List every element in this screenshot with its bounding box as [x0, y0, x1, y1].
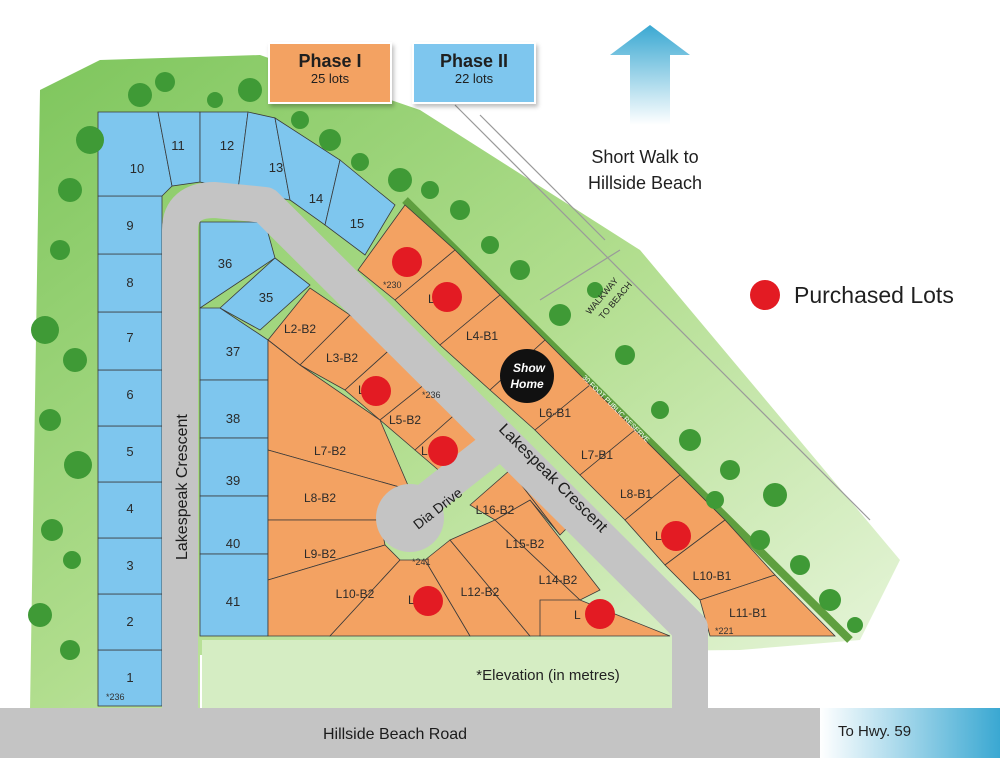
trees	[28, 72, 863, 660]
lot-label: L4-B1	[466, 329, 498, 343]
lot-label: 11	[171, 138, 185, 153]
phase2-title: Phase II	[439, 51, 509, 71]
lot-label: L16-B2	[476, 503, 515, 517]
lot-label: 7	[126, 330, 133, 345]
purchased-dot-icon	[750, 280, 780, 310]
hwy-gradient	[820, 708, 1000, 758]
lot-label: L7-B1	[581, 448, 613, 462]
dia-drive-cul-de-sac	[376, 484, 444, 552]
phase2-inner-lots	[199, 221, 311, 637]
phase2-inner-labels: 36 35 37 38 39 40 41	[218, 256, 273, 609]
lot-label: 39	[226, 473, 240, 488]
phase2-north-labels: 11 12 13 14 15	[171, 138, 364, 231]
lot-label: 8	[126, 275, 133, 290]
lot-label: 36	[218, 256, 232, 271]
lot-label: L10-B2	[336, 587, 375, 601]
purchased-marker	[413, 586, 443, 616]
public-reserve-strip	[402, 197, 853, 643]
phase2-count: 22 lots	[454, 71, 494, 86]
highway-direction: To Hwy. 59	[838, 723, 912, 740]
phase1-legend: Phase I 25 lots	[268, 42, 392, 104]
lot-label: L	[428, 292, 435, 306]
beach-direction: Short Walk to Hillside Beach	[560, 144, 730, 196]
phase2-west-labels: 1 2 3 4 5 6 7 8 9 10	[126, 161, 144, 685]
lot-label: 13	[269, 160, 283, 175]
purchased-marker	[392, 247, 422, 277]
lot-label: 5	[126, 444, 133, 459]
lot-label: L7-B2	[314, 444, 346, 458]
elevation-marker: *236	[106, 692, 125, 702]
phase2-north-lots	[157, 111, 396, 256]
lot-label: L10-B1	[693, 569, 732, 583]
beach-direction-line1: Short Walk to	[591, 147, 699, 167]
lot-label: 10	[130, 161, 144, 176]
phase1-count: 25 lots	[310, 71, 350, 86]
show-home-label: Show	[513, 361, 546, 375]
lot-label: L2-B2	[284, 322, 316, 336]
purchased-lot-markers	[361, 247, 691, 629]
elevation-marker: *230	[383, 280, 402, 290]
lot-label: 15	[350, 216, 364, 231]
street-label: Hillside Beach Road	[323, 726, 467, 743]
lot-label: L6-B1	[539, 406, 571, 420]
phase1-labels: L2-B2 L3-B2 L L5-B2 L L7-B2 L8-B2 L9-B2 …	[284, 292, 767, 622]
lot-label: L8-B2	[304, 491, 336, 505]
lot-label: 1	[126, 670, 133, 685]
walkway-lines	[454, 104, 871, 521]
lot-label: 41	[226, 594, 240, 609]
lot-label: 14	[309, 191, 323, 206]
elevation-marker: *241	[412, 557, 431, 567]
lot-label: 37	[226, 344, 240, 359]
elevation-marker: *236	[422, 390, 441, 400]
lot-label: L	[408, 593, 415, 607]
lot-label: 2	[126, 614, 133, 629]
lot-label: 6	[126, 387, 133, 402]
elevation-strip	[202, 640, 672, 710]
purchased-marker	[428, 436, 458, 466]
street-label: Lakespeak Crescent	[174, 414, 191, 560]
purchased-marker	[432, 282, 462, 312]
lot-label: 40	[226, 536, 240, 551]
lot-label: L11-B1	[729, 606, 767, 620]
lot-label: L	[655, 529, 662, 543]
lot-label: L9-B2	[304, 547, 336, 561]
phase2-legend: Phase II 22 lots	[412, 42, 536, 104]
lot-label: L14-B2	[539, 573, 578, 587]
elevation-note: *Elevation (in metres)	[476, 667, 619, 684]
lot-label: 12	[220, 138, 234, 153]
purchased-legend-label: Purchased Lots	[794, 281, 954, 308]
lot-label: 38	[226, 411, 240, 426]
purchased-marker	[361, 376, 391, 406]
purchased-legend: Purchased Lots	[750, 280, 954, 310]
lot-label: L5-B2	[389, 413, 421, 427]
beach-direction-line2: Hillside Beach	[587, 173, 703, 193]
arrow-up-icon	[610, 25, 690, 125]
purchased-marker	[661, 521, 691, 551]
lot-label: L15-B2	[506, 537, 545, 551]
show-home-label: Home	[510, 377, 544, 391]
lot-label: L12-B2	[461, 585, 500, 599]
lot-label: L8-B1	[620, 487, 652, 501]
lot-label: 35	[259, 290, 273, 305]
show-home-marker	[500, 349, 554, 403]
lot-label: 9	[126, 218, 133, 233]
lot-label: 4	[126, 501, 133, 516]
lot-label: L3-B2	[326, 351, 358, 365]
lot-label: L	[574, 608, 581, 622]
phase1-title: Phase I	[298, 51, 362, 71]
lot-label: L	[421, 444, 428, 458]
phase2-west-lots	[97, 111, 173, 707]
purchased-marker	[585, 599, 615, 629]
lot-label: 3	[126, 558, 133, 573]
elevation-marker: *221	[715, 626, 734, 636]
